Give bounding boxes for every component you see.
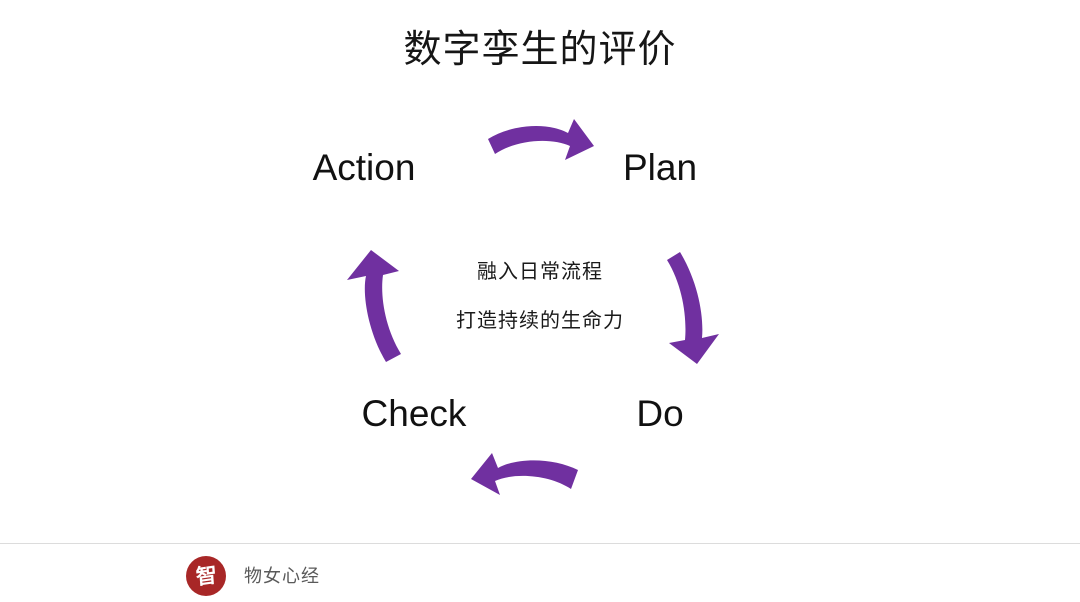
arrow-left-up-icon <box>342 248 404 364</box>
footer-divider <box>0 543 1080 544</box>
brand-logo-icon: 智 <box>186 556 226 596</box>
stage-label-plan: Plan <box>622 147 698 188</box>
brand-logo-glyph: 智 <box>194 562 218 589</box>
pdca-cycle-diagram: Action Plan Do Check 融入日常流程 打造持续的生命力 <box>300 100 780 520</box>
page-title: 数字孪生的评价 <box>403 29 677 71</box>
arrow-right-down-icon <box>664 250 726 366</box>
stage-label-action: Action <box>312 147 416 188</box>
stage-label-do: Do <box>636 393 684 434</box>
arrow-top-right-icon <box>486 116 596 174</box>
brand-name: 物女心经 <box>244 566 320 586</box>
arrow-bottom-left-icon <box>468 450 580 508</box>
center-caption-line-2: 打造持续的生命力 <box>456 310 624 332</box>
cycle-center-caption: 融入日常流程 打造持续的生命力 <box>300 260 780 334</box>
stage-label-check: Check <box>361 393 467 434</box>
center-caption-line-1: 融入日常流程 <box>477 261 603 283</box>
footer-branding: 智 物女心经 <box>186 556 320 596</box>
